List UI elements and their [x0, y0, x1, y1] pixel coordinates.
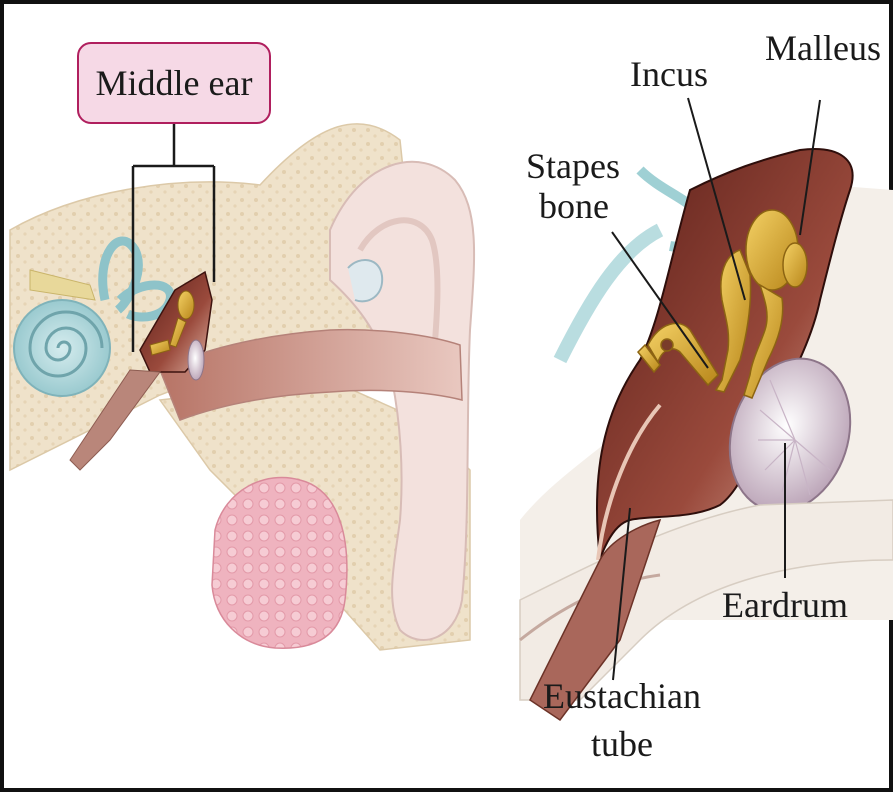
cochlea [14, 300, 110, 396]
malleus-label: Malleus [765, 28, 881, 68]
incus-label: Incus [630, 54, 708, 94]
whole-ear-section [10, 124, 474, 650]
stapes-label-line2: bone [526, 186, 620, 226]
eardrum-small [188, 340, 204, 380]
parotid-gland [212, 477, 347, 648]
eustachian-label-line1: Eustachian [542, 676, 702, 716]
middle-ear-label: Middle ear [79, 63, 269, 103]
eardrum-label: Eardrum [722, 585, 848, 625]
eustachian-tube-label: Eustachian tube [542, 676, 702, 764]
eustachian-label-line2: tube [542, 724, 702, 764]
middle-ear-callout: Middle ear [77, 42, 271, 124]
stapes-label-line1: Stapes [526, 146, 620, 186]
stapes-bone-label: Stapes bone [526, 146, 620, 226]
